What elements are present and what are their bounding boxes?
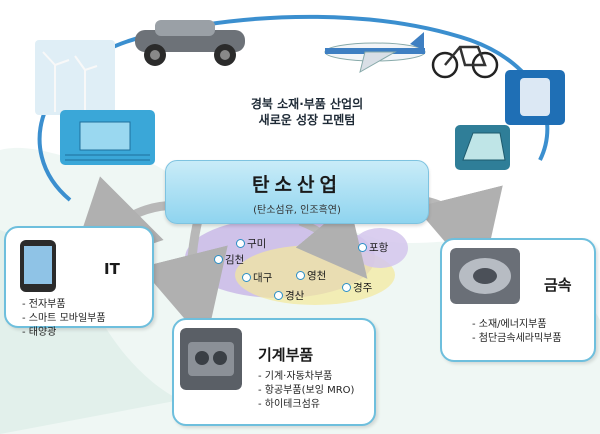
city-dot-icon <box>342 283 351 292</box>
engine-photo <box>180 328 242 390</box>
it-item: - 스마트 모바일부품 <box>22 313 106 324</box>
it-item: - 전자부품 <box>22 299 66 310</box>
turbine-part-photo <box>505 70 565 125</box>
metal-title: 금속 <box>544 276 572 294</box>
arrow-to-region <box>295 202 368 279</box>
caption-line-1: 경북 소재·부품 산업의 <box>250 97 364 111</box>
it-title: IT <box>104 260 120 278</box>
machine-item: - 기계·자동차부품 <box>258 371 333 382</box>
hub-title: 탄소산업 <box>252 174 342 196</box>
city-gyeongsan: 경산 <box>274 288 304 303</box>
machine-item: - 하이테크섬유 <box>258 399 320 410</box>
metal-item: - 첨단금속세라믹부품 <box>472 333 562 344</box>
city-gyeongju: 경주 <box>342 280 372 295</box>
city-dot-icon <box>242 273 251 282</box>
city-gumi: 구미 <box>236 236 266 251</box>
hub-subtitle: (탄소섬유, 인조흑연) <box>253 205 341 216</box>
it-item: - 태양광 <box>22 327 57 338</box>
it-items: - 전자부품 - 스마트 모바일부품 - 태양광 <box>22 298 106 340</box>
carbon-industry-hub: 탄소산업 (탄소섬유, 인조흑연) <box>165 160 429 224</box>
machine-item: - 항공부품(보잉 MRO) <box>258 385 355 396</box>
it-box: IT - 전자부품 - 스마트 모바일부품 - 태양광 <box>4 226 154 338</box>
metal-part-photo <box>450 248 520 304</box>
circuit-board-photo <box>60 110 155 165</box>
city-pohang: 포항 <box>358 240 388 255</box>
airplane-photo <box>324 32 426 74</box>
city-dot-icon <box>214 255 223 264</box>
car-chassis-photo <box>135 20 245 66</box>
city-dot-icon <box>274 291 283 300</box>
wind-turbine-photo <box>35 40 115 115</box>
bicycle-photo <box>431 45 499 79</box>
machine-parts-box: 기계부품 - 기계·자동차부품 - 항공부품(보잉 MRO) - 하이테크섬유 <box>172 318 376 426</box>
metal-box: 금속 - 소재/에너지부품 - 첨단금속세라믹부품 <box>440 238 596 362</box>
city-yeongcheon: 영천 <box>296 268 326 283</box>
city-dot-icon <box>296 271 305 280</box>
city-dot-icon <box>236 239 245 248</box>
diagram-caption: 경북 소재·부품 산업의 새로운 성장 모멘텀 <box>222 96 392 128</box>
smartphone-photo <box>20 240 56 292</box>
machine-items: - 기계·자동차부품 - 항공부품(보잉 MRO) - 하이테크섬유 <box>258 370 354 412</box>
city-gimcheon: 김천 <box>214 252 244 267</box>
caption-line-2: 새로운 성장 모멘텀 <box>258 113 356 127</box>
windshield-photo <box>455 125 510 170</box>
city-daegu: 대구 <box>242 270 272 285</box>
metal-items: - 소재/에너지부품 - 첨단금속세라믹부품 <box>472 318 562 346</box>
city-dot-icon <box>358 243 367 252</box>
machine-title: 기계부품 <box>258 346 314 364</box>
metal-item: - 소재/에너지부품 <box>472 319 547 330</box>
